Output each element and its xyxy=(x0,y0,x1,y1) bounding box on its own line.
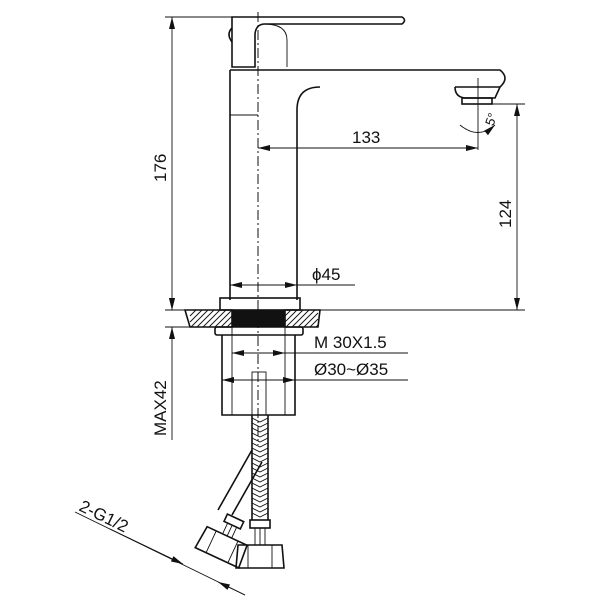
spout-reach-label: 133 xyxy=(352,128,380,147)
hose-braid xyxy=(251,447,269,453)
dimension-max-deck: MAX42 xyxy=(151,298,190,440)
hatch-line xyxy=(196,309,215,328)
hatch-line xyxy=(315,324,319,328)
supply-hoses xyxy=(194,415,285,569)
dimension-base-diameter: ϕ45 xyxy=(230,265,355,288)
lever-handle xyxy=(228,16,406,68)
hose-braid xyxy=(251,482,269,488)
hose-braid xyxy=(251,507,269,513)
mounting-shank: M 30X1.5 Ø30~Ø35 xyxy=(214,326,408,416)
hose-braid xyxy=(251,477,269,483)
hatch-line xyxy=(220,315,233,328)
hose-braid xyxy=(251,487,269,493)
hatch-line xyxy=(285,309,304,328)
hatch-line xyxy=(189,309,203,323)
hatch-line xyxy=(291,309,310,328)
aerator-tip xyxy=(461,97,493,105)
hose-nut-right xyxy=(235,544,285,569)
hatch-line xyxy=(297,309,316,328)
aerator xyxy=(454,86,501,99)
thread-section xyxy=(232,310,285,327)
dimension-total-height: 176 xyxy=(151,16,232,310)
spout-height-label: 124 xyxy=(496,200,515,228)
dimension-spout-reach: 133 xyxy=(258,128,478,151)
hose-braid xyxy=(251,502,269,508)
hose-braid xyxy=(251,432,269,438)
hose-braid xyxy=(251,492,269,498)
hatch-line xyxy=(190,309,209,328)
max-deck-label: MAX42 xyxy=(151,380,170,436)
hose-braid xyxy=(251,417,269,423)
hatch-line xyxy=(208,309,227,328)
hatch-line xyxy=(309,318,319,328)
connection-label: 2-G1/2 xyxy=(76,497,131,537)
hose-braid xyxy=(251,462,269,468)
swivel-angle-label: 5° xyxy=(482,111,500,128)
base-diameter-label: ϕ45 xyxy=(312,265,340,284)
hose-braid xyxy=(251,472,269,478)
hose-braid xyxy=(251,512,269,518)
dimension-connection: 2-G1/2 xyxy=(74,497,246,596)
hose-braid xyxy=(251,497,269,503)
total-height-label: 176 xyxy=(151,154,170,182)
hose-braid xyxy=(251,427,269,433)
hose-braid xyxy=(251,437,269,443)
hatch-line xyxy=(214,309,233,328)
faucet-body: 5° xyxy=(229,69,506,300)
hatch-line xyxy=(303,312,319,328)
hose-braid xyxy=(251,452,269,458)
hatch-line xyxy=(202,309,221,328)
hose-braid xyxy=(251,422,269,428)
hatch-line xyxy=(226,321,233,328)
hatch-line xyxy=(284,309,292,317)
hatch-line xyxy=(284,309,298,323)
thread-label: M 30X1.5 xyxy=(314,333,387,352)
dimension-spout-height: 124 xyxy=(492,103,525,310)
swivel-arrow xyxy=(459,124,496,136)
hose-nut-left xyxy=(194,513,249,569)
hose-braid xyxy=(251,457,269,463)
hole-diameter-label: Ø30~Ø35 xyxy=(314,360,388,379)
hatch-line xyxy=(189,309,197,317)
base-flange xyxy=(219,297,301,311)
hose-braid xyxy=(251,442,269,448)
hose-braid xyxy=(251,467,269,473)
